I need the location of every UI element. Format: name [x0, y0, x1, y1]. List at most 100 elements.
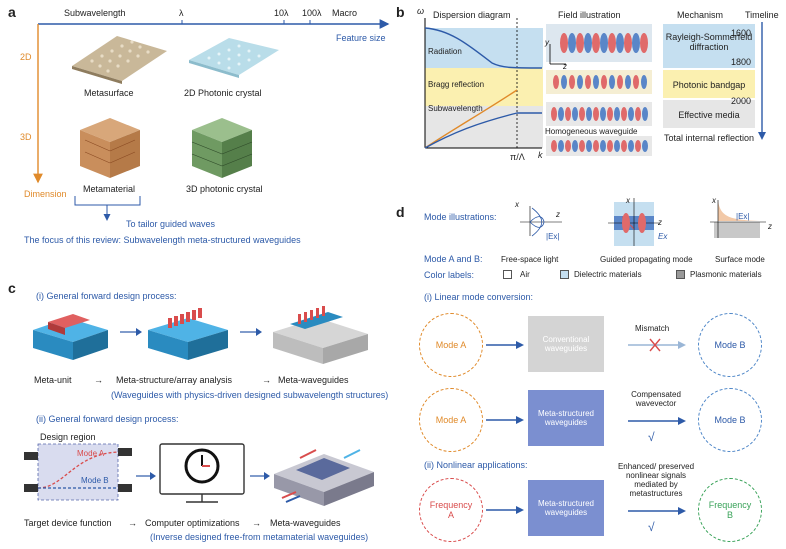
- inverse-design-images: [24, 443, 374, 506]
- photonic-crystal-3d-image: [191, 118, 253, 178]
- field-title: Field illustration: [558, 10, 621, 20]
- metamaterial-image: [80, 118, 140, 178]
- mismatch-label: Mismatch: [635, 324, 670, 333]
- photonic-crystal-2d-label: 2D Photonic crystal: [184, 88, 262, 98]
- step1-arrow1: →: [94, 375, 103, 385]
- region-radiation: Radiation: [428, 47, 462, 56]
- row2-mode-b-label: Mode B: [714, 415, 746, 425]
- omega-label: ω: [417, 6, 425, 16]
- row2-meta-box: Meta-structured waveguides: [528, 390, 604, 446]
- mechanism-effective: Effective media: [678, 110, 740, 120]
- dim-2d-label: 2D: [20, 52, 32, 62]
- mode-axis-x1: x: [515, 200, 519, 209]
- row1-mode-a-label: Mode A: [435, 340, 467, 350]
- panel-b-letter: b: [396, 4, 405, 20]
- row1-mode-a: Mode A: [419, 313, 483, 377]
- enhanced-label: Enhanced/ preserved nonlinear signals me…: [617, 462, 695, 498]
- nonlinear-heading: (ii) Nonlinear applications:: [424, 460, 528, 470]
- metasurface-label: Metasurface: [84, 88, 134, 98]
- row3-freq-b: Frequency B: [698, 478, 762, 542]
- row1-conventional-box: Conventional waveguides: [528, 316, 604, 372]
- step1-meta-unit: Meta-unit: [34, 375, 72, 385]
- panel-a-letter: a: [8, 4, 16, 20]
- row1-conventional-label: Conventional waveguides: [542, 335, 590, 353]
- xaxis-label: k: [538, 150, 543, 160]
- mechanism-bandgap-bg: [663, 70, 755, 98]
- timeline-axis: [758, 22, 766, 140]
- feature-size-label: Feature size: [336, 33, 386, 43]
- row2-arrow-in: [486, 416, 524, 424]
- mode-illustration-plots: [520, 198, 766, 246]
- mode-illustrations-label: Mode illustrations:: [424, 212, 497, 222]
- row3-meta-label: Meta-structured waveguides: [537, 499, 595, 517]
- panel-d-letter: d: [396, 204, 405, 220]
- legend-air: Air: [520, 270, 530, 279]
- field-illustrations: [546, 24, 652, 156]
- row1-mode-b-label: Mode B: [714, 340, 746, 350]
- mode-ab-label: Mode A and B:: [424, 254, 483, 264]
- panel-c-note1: (Waveguides with physics-driven designed…: [111, 390, 389, 400]
- axis-label-subwavelength: Subwavelength: [64, 8, 126, 18]
- step1-analysis: Meta-structure/array analysis: [116, 375, 233, 385]
- panel-c-letter: c: [8, 280, 16, 296]
- mode-axis-x2: x: [626, 196, 630, 205]
- mechanism-tir: Total internal reflection: [663, 133, 755, 143]
- mode-axis-z3: z: [768, 222, 772, 231]
- metamaterial-label: Metamaterial: [83, 184, 136, 194]
- year-1600: 1600: [731, 28, 752, 38]
- mode-a-label: Mode A: [77, 449, 105, 458]
- step2-target: Target device function: [24, 518, 112, 528]
- linear-heading: (i) Linear mode conversion:: [424, 292, 534, 302]
- legend-air-swatch: [503, 270, 512, 279]
- row3-freq-b-label: Frequency B: [708, 500, 752, 520]
- dispersion-title: Dispersion diagram: [433, 10, 511, 20]
- mode-ex1: |Ex|: [546, 232, 560, 241]
- panel-c-sub2: (ii) General forward design process:: [36, 414, 179, 424]
- mode-axis-x3: x: [712, 196, 716, 205]
- step2-arrow1: →: [128, 518, 137, 528]
- legend-plasmonic: Plasmonic materials: [690, 270, 762, 279]
- mismatch-arrow: [628, 338, 686, 352]
- row3-freq-a: Frequency A: [419, 478, 483, 542]
- mode-axis-z1: z: [556, 210, 560, 219]
- region-subwavelength: Subwavelength: [428, 104, 483, 113]
- region-bragg: Bragg reflection: [428, 80, 485, 89]
- dimension-label: Dimension: [24, 189, 67, 199]
- mechanism-effective-bg: [663, 100, 755, 128]
- step2-meta-waveguides: Meta-waveguides: [270, 518, 341, 528]
- color-labels-label: Color labels:: [424, 270, 475, 280]
- legend-plasmonic-swatch: [676, 270, 685, 279]
- row2-mode-a-label: Mode A: [435, 415, 467, 425]
- panel-c-note2: (Inverse designed free-from metamaterial…: [150, 532, 369, 542]
- mode-name-surface: Surface mode: [715, 255, 765, 264]
- row1-arrow-in: [486, 341, 524, 349]
- homogeneous-label: Homogeneous waveguide: [545, 127, 638, 136]
- design-region-label: Design region: [40, 432, 96, 442]
- dispersion-diagram: [424, 18, 543, 149]
- dim-3d-label: 3D: [20, 132, 32, 142]
- forward-design-images: [33, 306, 368, 364]
- row3-meta-box: Meta-structured waveguides: [528, 480, 604, 536]
- row3-freq-a-label: Frequency A: [429, 500, 473, 520]
- compensated-arrow: [628, 417, 686, 425]
- step1-arrow2: →: [262, 375, 271, 385]
- legend-dielectric: Dielectric materials: [574, 270, 642, 279]
- mode-ex2: Ex: [658, 232, 668, 241]
- legend-dielectric-swatch: [560, 270, 569, 279]
- mode-axis-z2: z: [658, 218, 662, 227]
- metasurface-image: [72, 36, 167, 84]
- mode-ex3: |Ex|: [736, 212, 750, 221]
- axis-label-10lambda: 10λ: [274, 8, 289, 18]
- mode-name-free: Free-space light: [501, 255, 559, 264]
- field-axis-z: z: [563, 62, 567, 71]
- row3-arrow-in: [486, 506, 524, 514]
- mode-name-guided: Guided propagating mode: [600, 255, 693, 264]
- focus-label: The focus of this review: Subwavelength …: [24, 235, 301, 245]
- timeline-title: Timeline: [745, 10, 779, 20]
- row2-mode-b: Mode B: [698, 388, 762, 452]
- mode-b-label: Mode B: [81, 476, 109, 485]
- panel-c-sub1: (i) General forward design process:: [36, 291, 177, 301]
- field-axis-y: y: [545, 38, 549, 47]
- photonic-crystal-2d-image: [189, 38, 279, 78]
